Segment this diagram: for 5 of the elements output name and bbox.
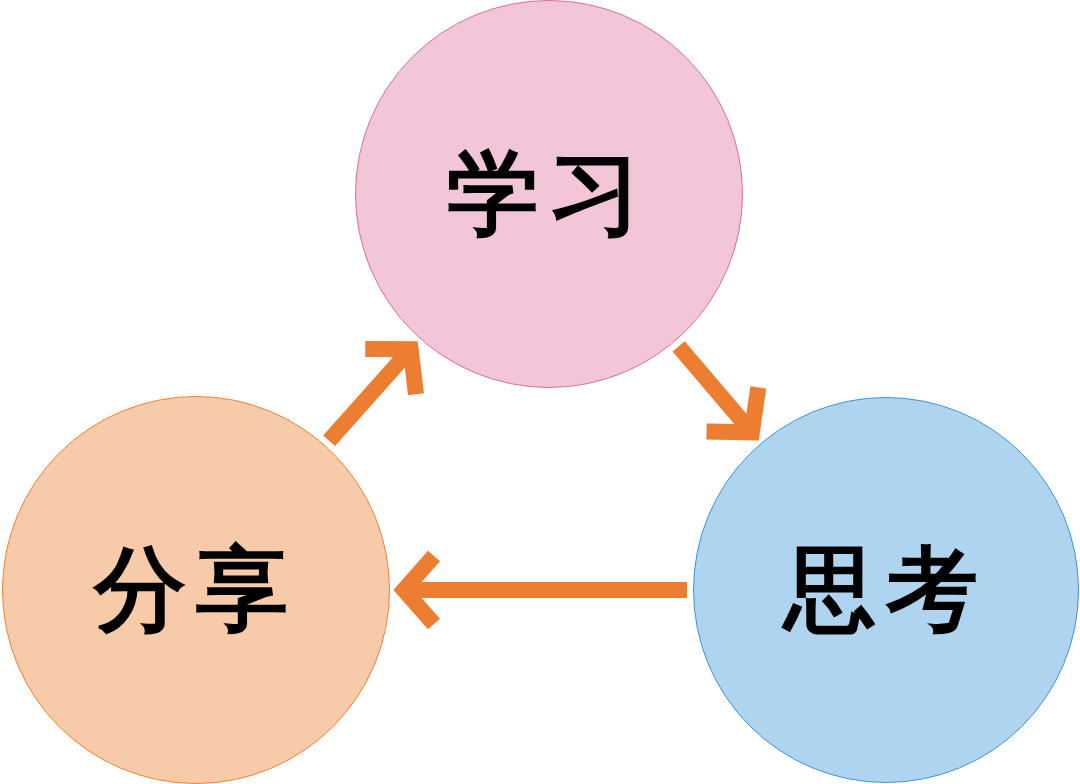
arrow [672, 341, 767, 441]
arrow [323, 341, 424, 447]
node-label: 学习 [447, 138, 651, 249]
arrow [396, 548, 687, 632]
node-label: 分享 [94, 534, 298, 645]
